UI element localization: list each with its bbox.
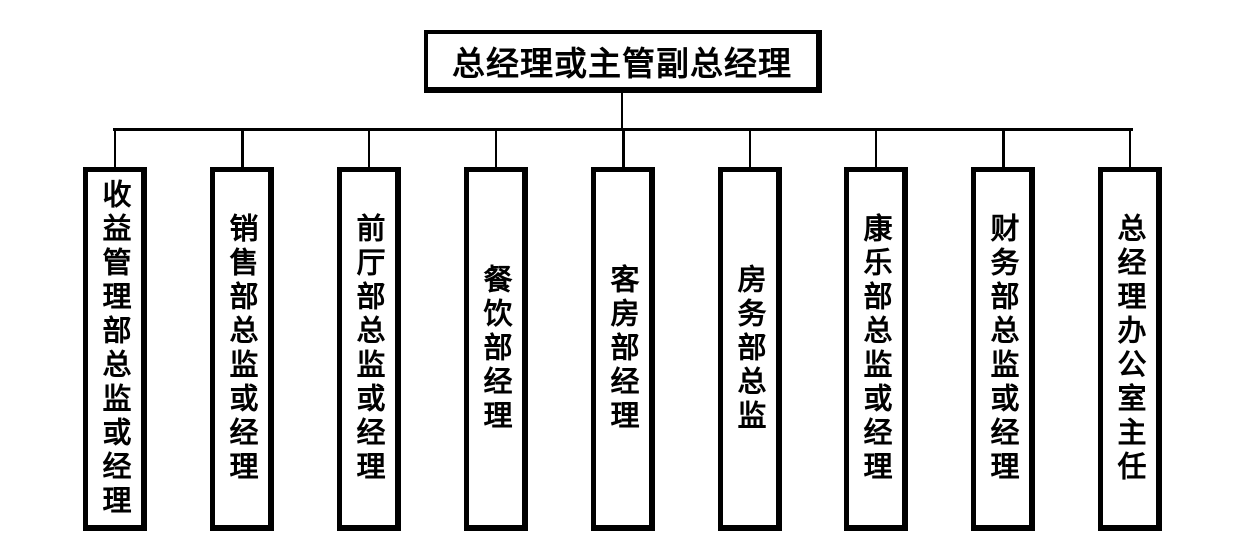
department-connector-line	[622, 130, 625, 168]
department-connector-line	[114, 130, 116, 168]
department-connector-line	[749, 130, 751, 168]
department-node-front-office: 前厅部总监或经理	[337, 167, 401, 531]
department-node-rooms-division: 房务部总监	[718, 167, 782, 531]
horizontal-bus-line	[113, 128, 1133, 131]
department-node-label: 销售部总监或经理	[225, 212, 259, 485]
department-connector-line	[495, 130, 497, 168]
department-node-label: 总经理办公室主任	[1113, 212, 1147, 485]
department-node-label: 客房部经理	[606, 263, 640, 434]
root-node-general-manager: 总经理或主管副总经理	[424, 30, 822, 93]
department-node-label: 财务部总监或经理	[986, 212, 1020, 485]
department-connector-line	[368, 130, 370, 168]
department-node-label: 康乐部总监或经理	[859, 212, 893, 485]
department-node-sales: 销售部总监或经理	[210, 167, 274, 531]
department-connector-line	[241, 130, 244, 168]
department-node-finance: 财务部总监或经理	[971, 167, 1035, 531]
department-node-food-beverage: 餐饮部经理	[464, 167, 528, 531]
department-node-housekeeping: 客房部经理	[591, 167, 655, 531]
department-connector-line	[875, 130, 877, 168]
root-connector-line	[621, 93, 623, 130]
department-node-label: 房务部总监	[733, 263, 767, 434]
department-connector-line	[1129, 130, 1131, 168]
department-node-label: 收益管理部总监或经理	[98, 178, 132, 519]
department-connector-line	[1002, 130, 1005, 168]
root-node-label: 总经理或主管副总经理	[452, 43, 792, 83]
department-node-revenue-management: 收益管理部总监或经理	[83, 167, 147, 531]
department-node-label: 餐饮部经理	[479, 263, 513, 434]
department-node-gm-office: 总经理办公室主任	[1098, 167, 1162, 531]
department-node-label: 前厅部总监或经理	[352, 212, 386, 485]
department-node-recreation: 康乐部总监或经理	[844, 167, 908, 531]
